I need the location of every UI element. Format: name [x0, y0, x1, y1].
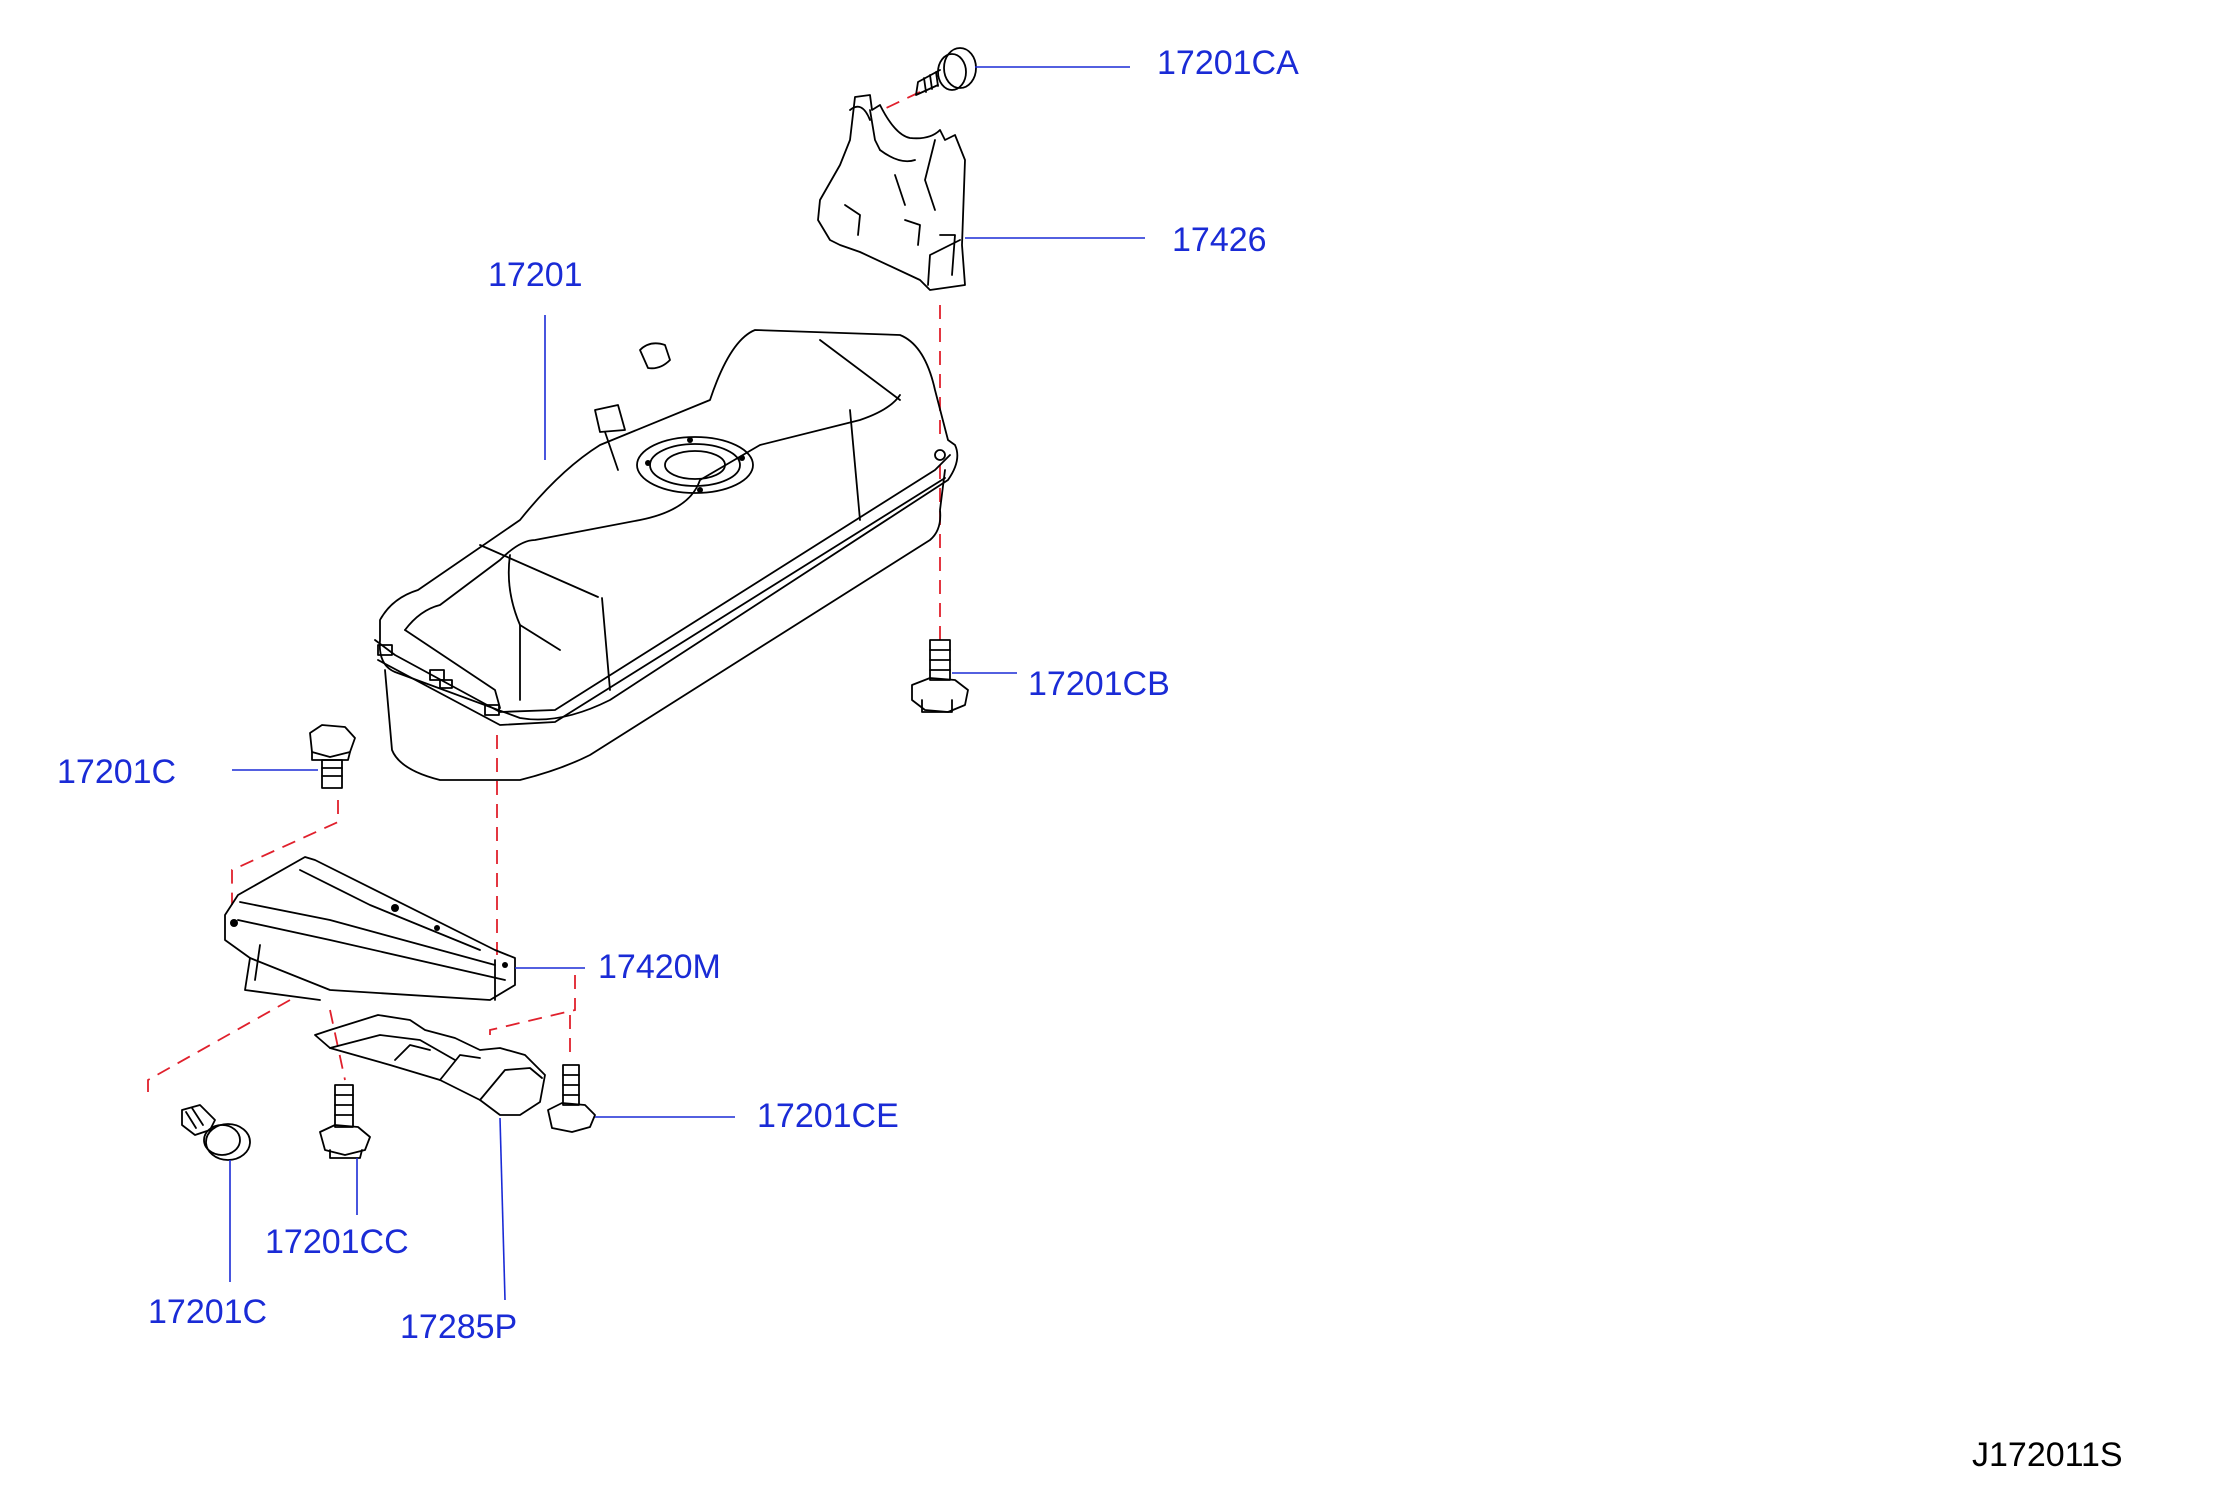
bolt-17201CC [319, 1084, 371, 1159]
fuel-tank-17201 [374, 329, 959, 781]
callout-17201C-lower: 17201C [148, 1293, 268, 1331]
callout-17201CE: 17201CE [757, 1097, 899, 1135]
callout-17201: 17201 [488, 256, 583, 294]
assembly-lines [147, 91, 941, 1100]
callout-17201CA: 17201CA [1157, 44, 1299, 82]
bracket-17420M [224, 856, 516, 1001]
bolt-17201CB [911, 639, 969, 713]
callout-17201CB: 17201CB [1028, 665, 1170, 703]
bolt-17201CA [915, 47, 977, 96]
callout-17201CC: 17201CC [265, 1223, 409, 1261]
drawing-code: J172011S [1972, 1436, 2123, 1474]
leader-lines [229, 66, 1145, 1301]
callout-17285P: 17285P [400, 1308, 518, 1346]
bolt-17201C-lower [181, 1104, 251, 1161]
callout-17426: 17426 [1172, 221, 1267, 259]
bracket-17426 [817, 94, 966, 291]
callout-17420M: 17420M [598, 948, 721, 986]
bolt-17201CE [547, 1064, 596, 1133]
bolt-17201C-upper [309, 724, 356, 789]
callout-17201C-upper: 17201C [57, 753, 177, 791]
protector-17285P [314, 1014, 546, 1116]
